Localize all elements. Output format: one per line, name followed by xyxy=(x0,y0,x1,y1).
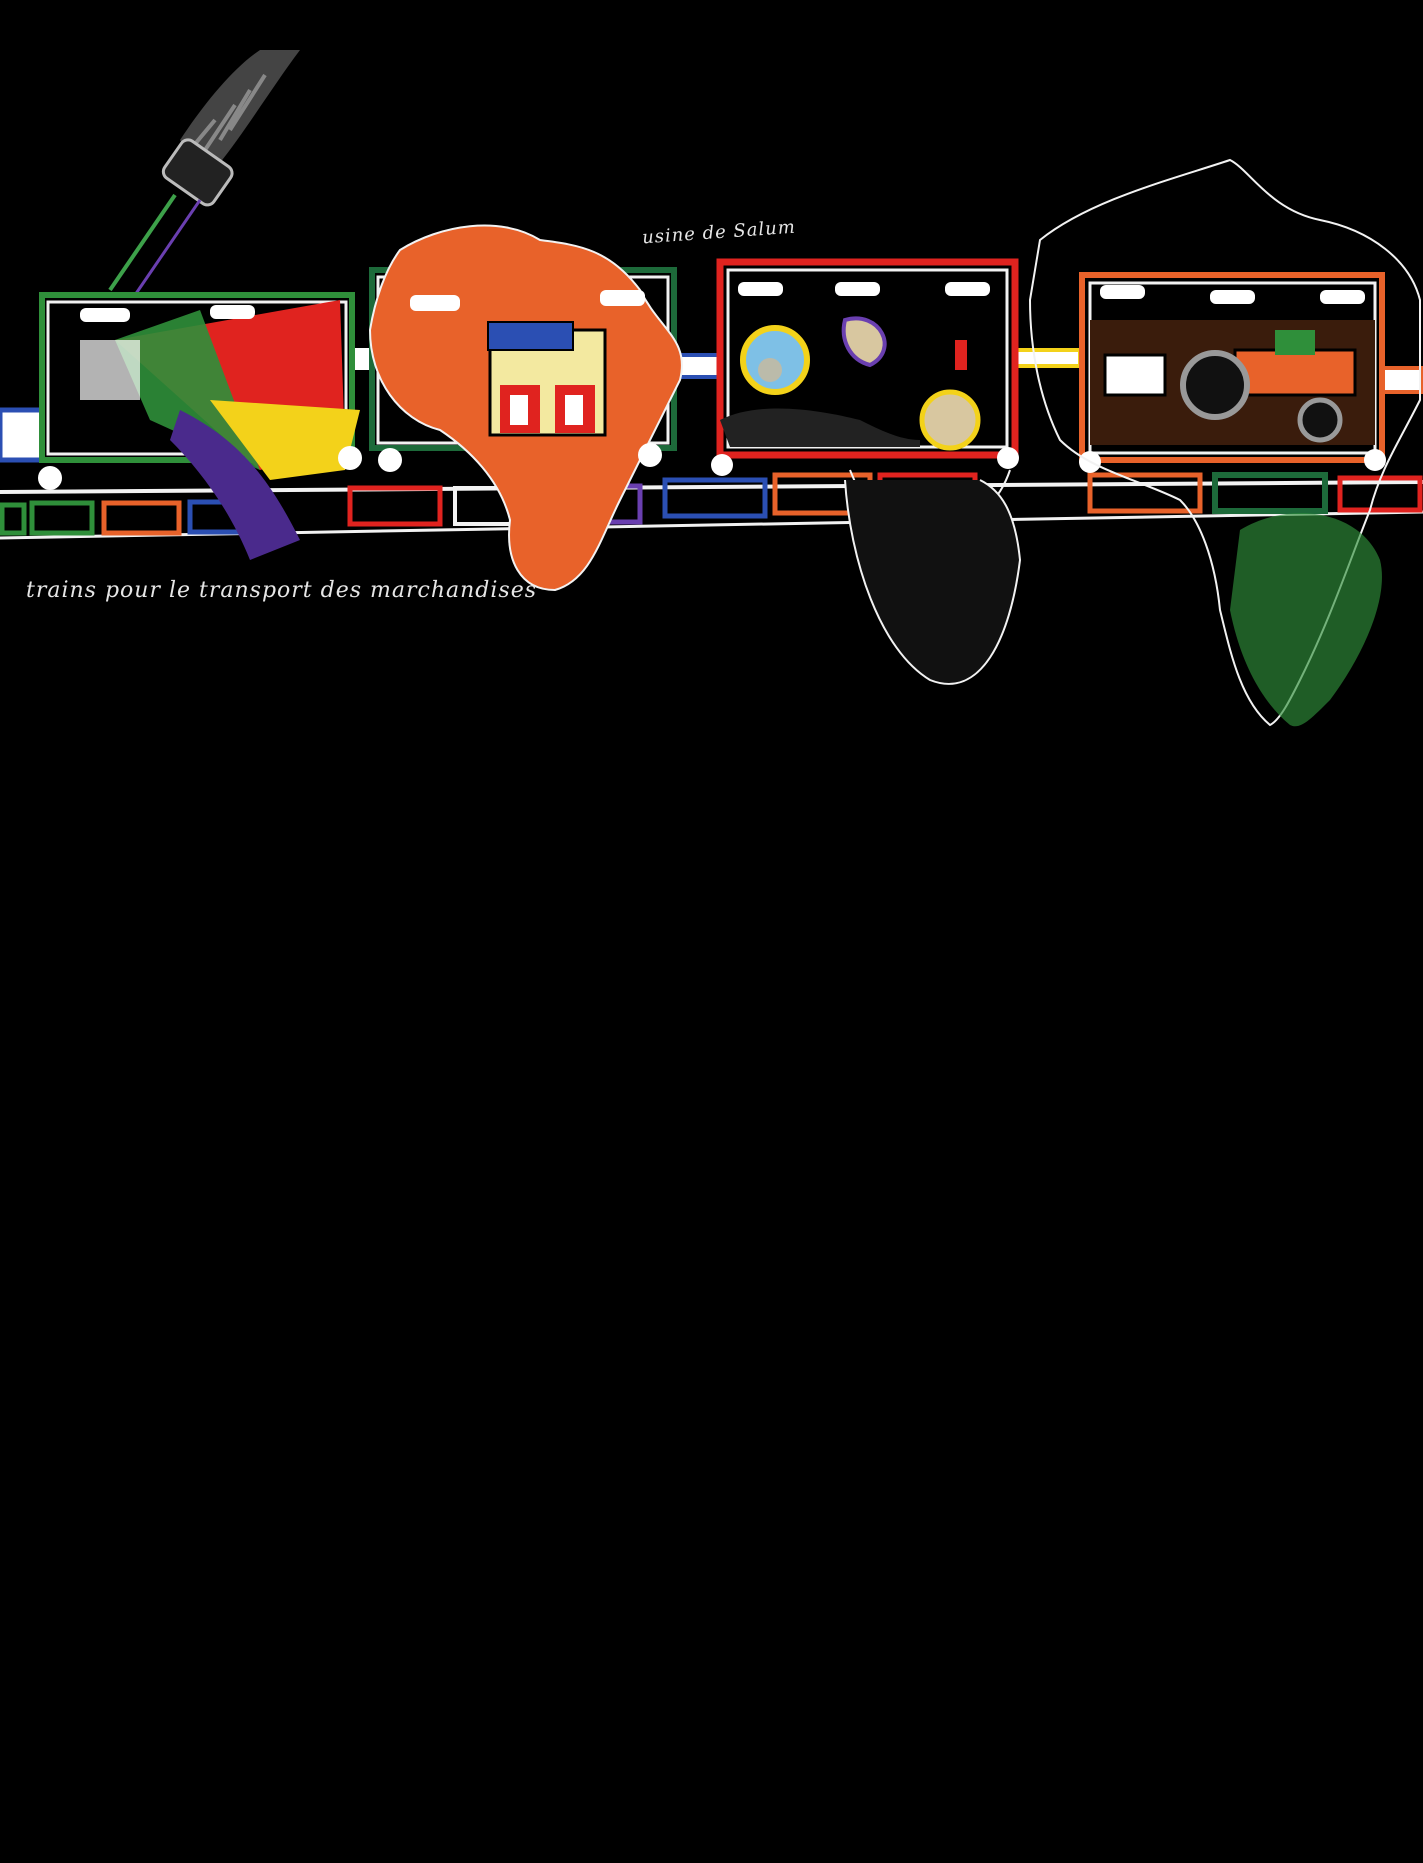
tractor-icon xyxy=(1103,330,1357,443)
africa-outline-map xyxy=(1028,158,1421,727)
couplings xyxy=(0,348,1423,463)
caption-main: trains pour le transport des marchandise… xyxy=(26,578,538,603)
smoke-plume xyxy=(108,50,300,296)
shells-car xyxy=(711,258,1022,685)
tractor-car xyxy=(1079,272,1386,473)
factory-car xyxy=(368,224,683,592)
locomotive-car xyxy=(38,292,362,560)
